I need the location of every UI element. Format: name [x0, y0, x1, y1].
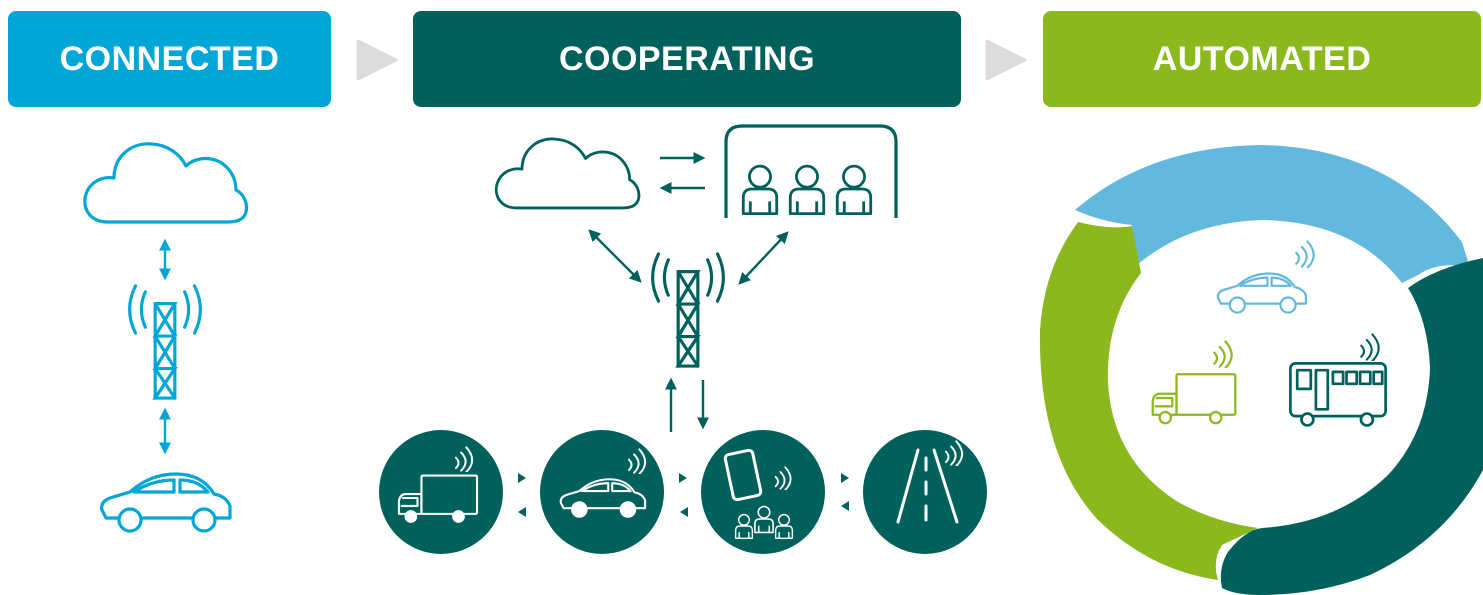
cloud-icon [494, 137, 641, 210]
cycle-arc-teal [1220, 258, 1483, 595]
truck-icon [1151, 372, 1237, 425]
chevron-arrow-icon [356, 39, 398, 81]
automated-header-label: AUTOMATED [1152, 39, 1372, 78]
wireless-signal-icon [1295, 240, 1315, 268]
cell-tower-icon [650, 252, 726, 368]
chevron-arrow-icon [985, 39, 1027, 81]
road-icon [896, 448, 959, 524]
bidirectional-arrow-icon [738, 231, 789, 285]
cooperating-header: COOPERATING [413, 11, 961, 107]
wireless-signal-icon [1213, 340, 1233, 368]
cooperating-column [379, 124, 987, 554]
smartphone-icon [723, 448, 763, 502]
truck-circle [379, 430, 503, 554]
cycle-arc-blue [1075, 145, 1470, 283]
people-group-icon [724, 124, 898, 218]
wireless-signal-icon [1360, 333, 1380, 361]
automated-column [1039, 145, 1483, 595]
smartphone-people-circle [701, 430, 825, 554]
exchange-arrows [518, 473, 849, 517]
connected-header: CONNECTED [8, 11, 331, 107]
automated-header: AUTOMATED [1043, 11, 1481, 107]
cloud-icon [83, 142, 249, 224]
bus-icon [1288, 361, 1388, 427]
connected-column [83, 142, 249, 533]
cycle-arc-green [1039, 222, 1258, 580]
car-icon [100, 472, 232, 533]
cooperating-header-label: COOPERATING [558, 39, 816, 78]
connected-header-label: CONNECTED [59, 39, 280, 78]
bidirectional-arrow-icon [588, 229, 642, 283]
road-circle [863, 430, 987, 554]
cell-tower-icon [127, 284, 203, 400]
car-circle [540, 430, 664, 554]
car-icon [1216, 272, 1308, 314]
